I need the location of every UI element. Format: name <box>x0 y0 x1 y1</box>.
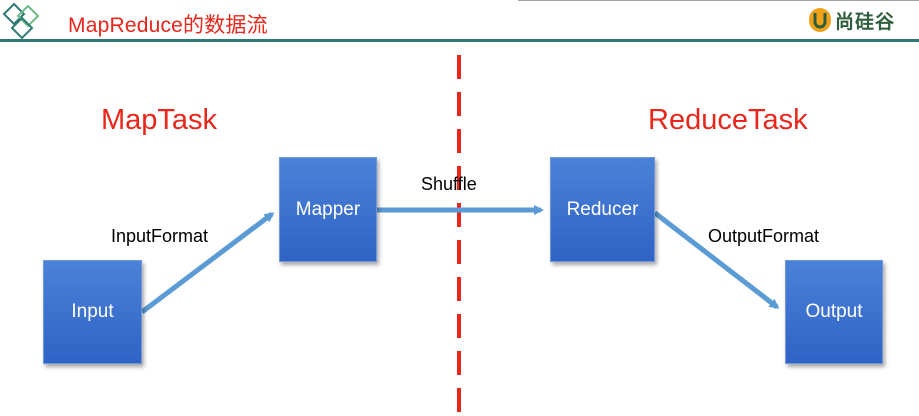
map-task-label: MapTask <box>101 104 218 136</box>
input-node-label: Input <box>71 301 114 322</box>
arrow-reducer-to-output <box>653 211 780 309</box>
diamond-logo-icon <box>2 2 40 40</box>
brand-name: 尚硅谷 <box>835 10 896 33</box>
reducer-node: Reducer <box>550 157 655 262</box>
shuffle-label: Shuffle <box>421 174 477 194</box>
mapper-node: Mapper <box>279 157 377 262</box>
header-divider <box>0 39 919 42</box>
brand-logo: 尚硅谷 <box>808 5 895 35</box>
output-format-label: OutputFormat <box>708 226 820 246</box>
arrow-input-to-mapper <box>140 212 275 314</box>
reducer-node-label: Reducer <box>566 198 639 220</box>
reduce-task-label: ReduceTask <box>648 104 808 136</box>
header-top-rule <box>518 0 919 1</box>
mapper-node-label: Mapper <box>295 198 361 220</box>
slide-title: MapReduce的数据流 <box>68 14 268 37</box>
slide-header: MapReduce的数据流 尚硅谷 <box>0 0 919 44</box>
input-format-label: InputFormat <box>111 226 209 246</box>
input-node: Input <box>43 260 142 364</box>
output-node: Output <box>785 260 883 364</box>
brand-u-icon <box>809 8 831 32</box>
output-node-label: Output <box>805 301 863 322</box>
